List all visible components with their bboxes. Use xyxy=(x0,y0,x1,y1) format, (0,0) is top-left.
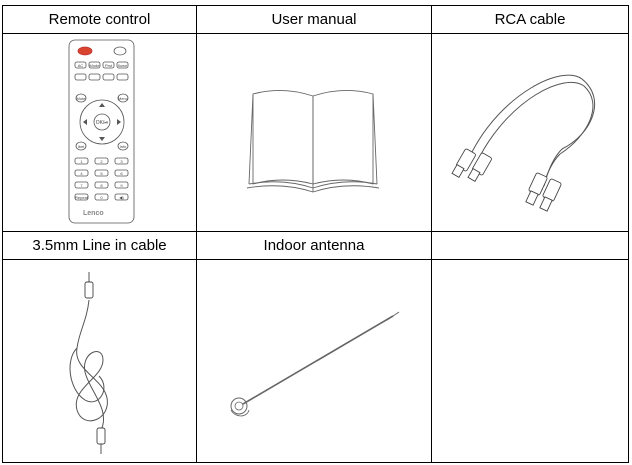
cell-remote-control: AC Mode Prst Ilowe Mute Menu OK/⏯ Ibet I… xyxy=(2,33,197,232)
cell-empty xyxy=(431,259,629,463)
cell-indoor-antenna xyxy=(196,259,432,463)
remote-key-label: Prst xyxy=(105,63,113,68)
remote-key-label: 7 xyxy=(80,183,83,188)
rca-cable-icon xyxy=(451,74,596,212)
remote-key-label: Ilowe xyxy=(118,63,128,68)
remote-key-label: Ibet xyxy=(78,144,86,149)
cell-rca-cable xyxy=(431,33,629,232)
remote-key-label: ◀) xyxy=(119,195,124,200)
remote-ok-label: OK/⏯ xyxy=(96,120,109,126)
remote-key-label: 1 xyxy=(80,159,83,164)
remote-key-label: Mode xyxy=(89,63,100,68)
remote-key-label: Menu xyxy=(118,96,128,101)
header-rca-cable: RCA cable xyxy=(431,5,629,34)
indoor-antenna-icon xyxy=(230,311,400,417)
remote-key-label: Info xyxy=(120,144,127,149)
header-line-in-cable: 3.5mm Line in cable xyxy=(2,231,197,260)
remote-key-label: Mute xyxy=(77,96,87,101)
header-user-manual: User manual xyxy=(196,5,432,34)
remote-key-label: 2 xyxy=(100,159,103,164)
cell-user-manual xyxy=(196,33,432,232)
remote-key-label: 4 xyxy=(80,171,83,176)
remote-control-icon: AC Mode Prst Ilowe Mute Menu OK/⏯ Ibet I… xyxy=(68,39,135,224)
header-indoor-antenna: Indoor antenna xyxy=(196,231,432,260)
remote-key-label: 8 xyxy=(100,183,103,188)
remote-key-label: 0 xyxy=(100,195,103,200)
remote-key-label: Repeat xyxy=(75,195,89,200)
accessories-table: Remote control User manual RCA cable xyxy=(2,5,629,463)
header-remote-control: Remote control xyxy=(2,5,197,34)
remote-brand-logo: Lenco xyxy=(83,210,104,217)
header-empty xyxy=(431,231,629,260)
cell-line-in-cable xyxy=(2,259,197,463)
remote-key-label: 3 xyxy=(120,159,123,164)
remote-key-label: 5 xyxy=(100,171,103,176)
remote-key-label: AC xyxy=(78,63,84,68)
remote-key-label: 9 xyxy=(120,183,123,188)
user-manual-icon xyxy=(246,90,380,193)
line-in-cable-icon xyxy=(69,272,108,454)
remote-key-label: 6 xyxy=(120,171,123,176)
